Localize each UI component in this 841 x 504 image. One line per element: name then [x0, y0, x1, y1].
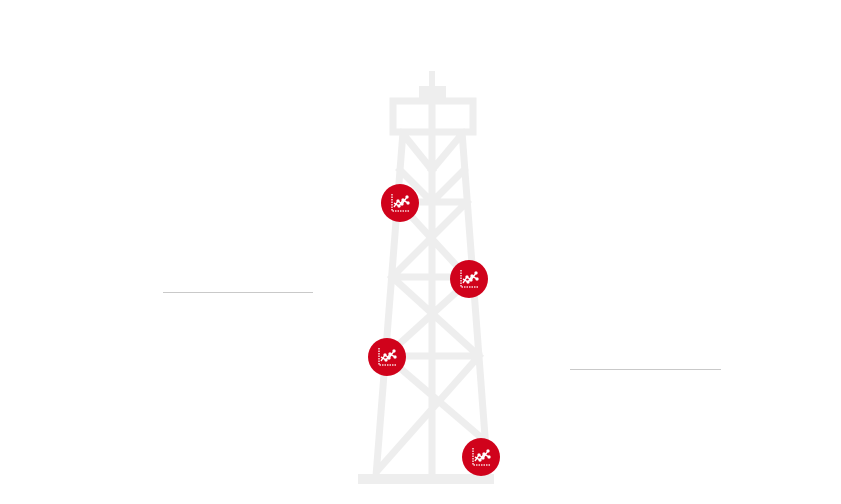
- connector-line-right: [570, 369, 721, 370]
- connector-line-left: [163, 292, 313, 293]
- marker-4[interactable]: [462, 438, 500, 476]
- chart-analytics-icon: [391, 194, 410, 212]
- marker-2[interactable]: [450, 260, 488, 298]
- marker-1[interactable]: [381, 184, 419, 222]
- marker-3[interactable]: [368, 338, 406, 376]
- chart-analytics-icon: [378, 348, 397, 366]
- chart-analytics-icon: [472, 448, 491, 466]
- chart-analytics-icon: [460, 270, 479, 288]
